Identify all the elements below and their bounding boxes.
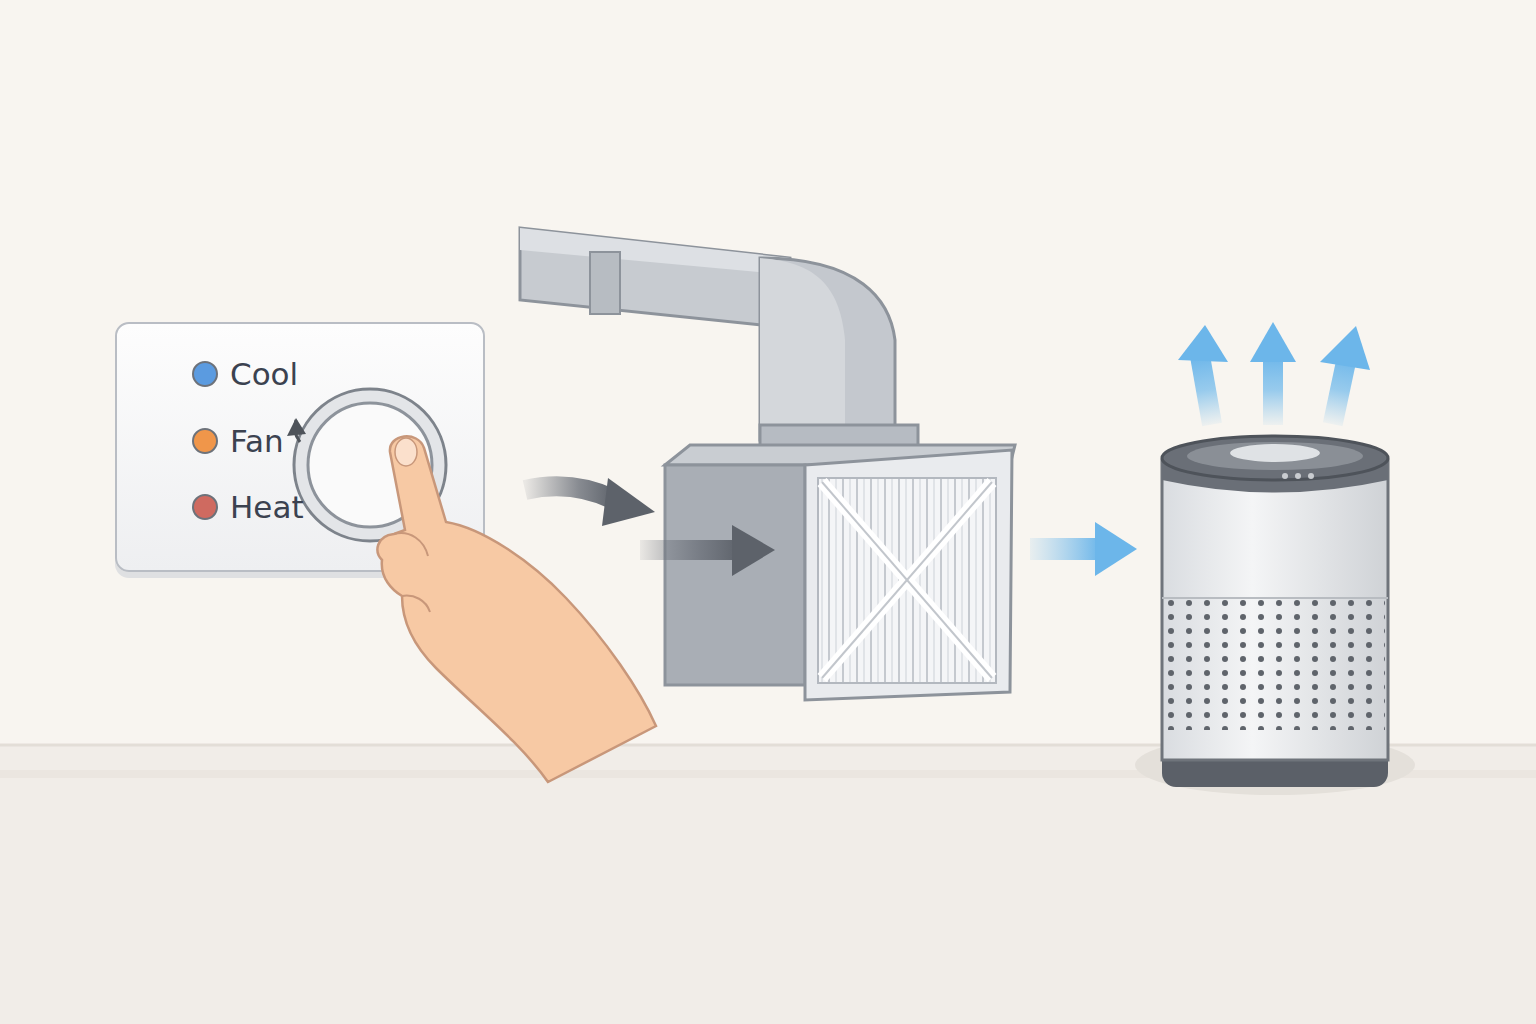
hand: [378, 436, 656, 782]
mode-dot: [193, 495, 217, 519]
mode-dot: [193, 429, 217, 453]
hand-crease: [394, 533, 430, 612]
mode-label: Fan: [230, 423, 284, 459]
fingernail: [395, 438, 417, 466]
mode-label: Cool: [230, 356, 298, 392]
mode-dot: [193, 362, 217, 386]
thermostat-panel: CoolFanHeat: [115, 322, 485, 572]
mode-label: Heat: [230, 489, 304, 525]
turn-arrowhead: [287, 418, 306, 436]
